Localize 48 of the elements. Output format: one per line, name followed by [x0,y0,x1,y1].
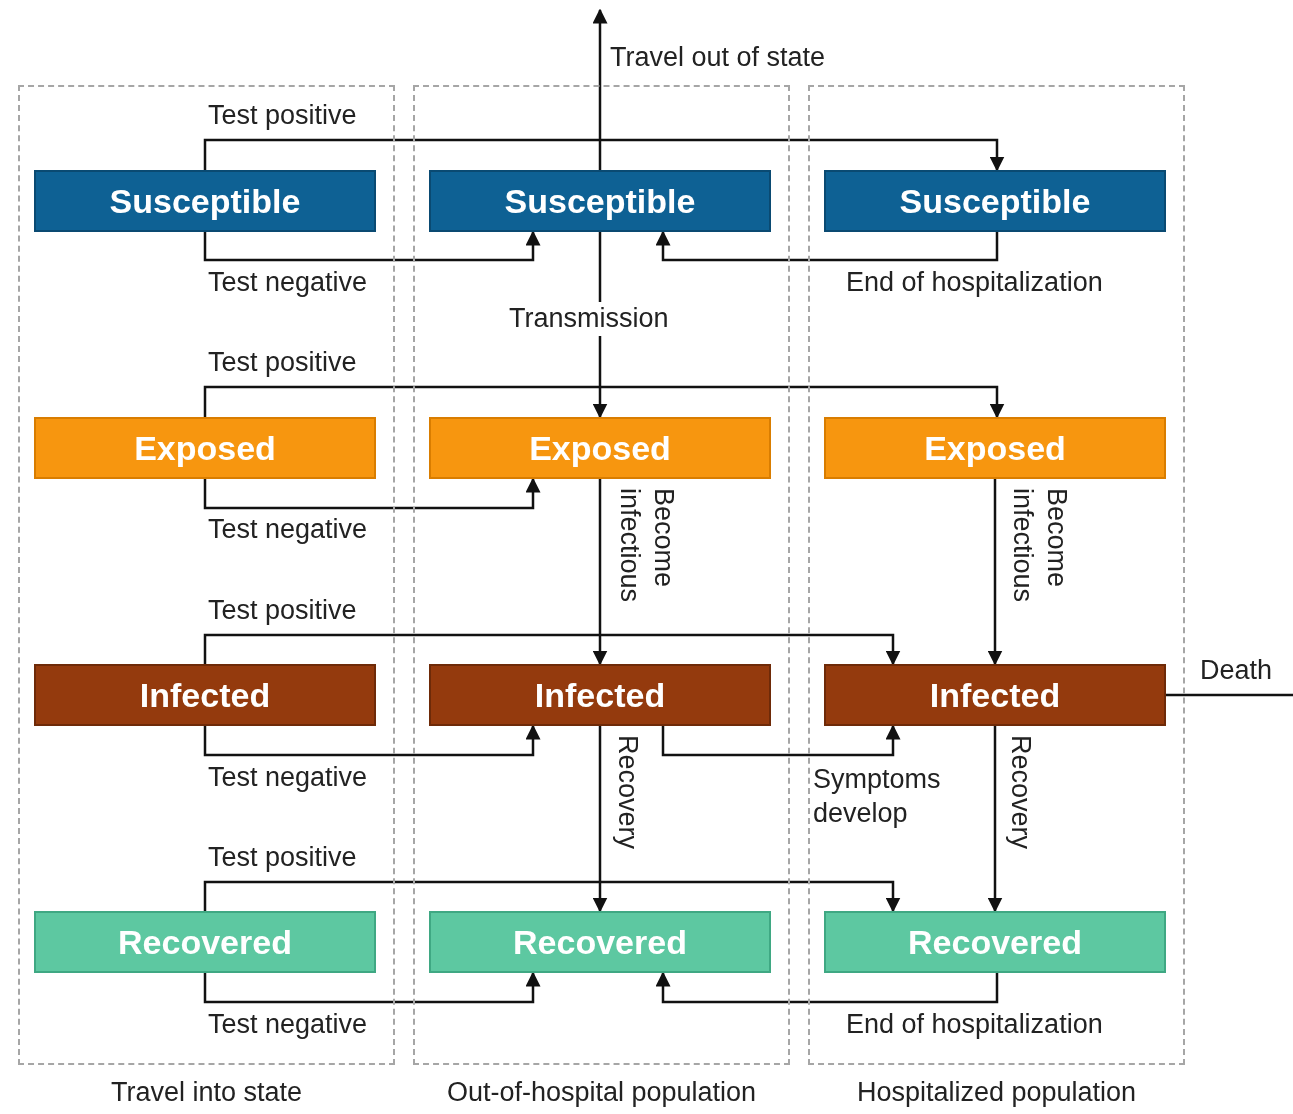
arrow [661,724,901,757]
edge-label: Death [1200,654,1273,687]
arrow [203,138,1005,172]
group-title: Hospitalized population [855,1077,1138,1108]
state-box: Recovered [429,911,771,973]
arrow [203,880,901,913]
state-box: Recovered [34,911,376,973]
edge-label: Test positive [208,346,357,379]
arrow [203,477,541,510]
group-title: Out-of-hospital population [445,1077,758,1108]
edge-label: Recovery [611,735,644,850]
edge-label: Test positive [208,594,357,627]
arrow [592,726,608,913]
state-box: Susceptible [34,170,376,232]
arrow [987,726,1003,913]
edge-label: Test positive [208,841,357,874]
state-box: Recovered [824,911,1166,973]
state-box: Susceptible [429,170,771,232]
edge-label: Test negative [208,513,368,546]
state-box: Exposed [824,417,1166,479]
arrow [655,230,999,262]
edge-label: Test negative [208,761,368,794]
arrow [203,385,1005,419]
arrow [203,971,541,1004]
arrow [987,479,1003,666]
edge-label: Become infectious [613,488,680,605]
arrow [592,8,608,170]
edge-label: Recovery [1004,735,1037,850]
arrow [592,479,608,666]
edge-label: Test negative [208,1008,368,1041]
edge-label: Travel out of state [610,41,826,74]
state-box: Infected [34,664,376,726]
arrow [203,724,541,757]
edge-label: End of hospitalization [846,266,1103,299]
arrow [203,633,901,666]
edge-label: Test positive [208,99,357,132]
edge-label: End of hospitalization [846,1008,1103,1041]
state-box: Infected [429,664,771,726]
state-box: Exposed [429,417,771,479]
state-box: Infected [824,664,1166,726]
arrow [203,230,541,262]
edge-label: Become infectious [1006,488,1073,605]
edge-label: Symptoms develop [813,763,942,830]
group-title: Travel into state [109,1077,304,1108]
edge-label: Test negative [208,266,368,299]
state-box: Exposed [34,417,376,479]
state-box: Susceptible [824,170,1166,232]
arrow [655,971,999,1004]
